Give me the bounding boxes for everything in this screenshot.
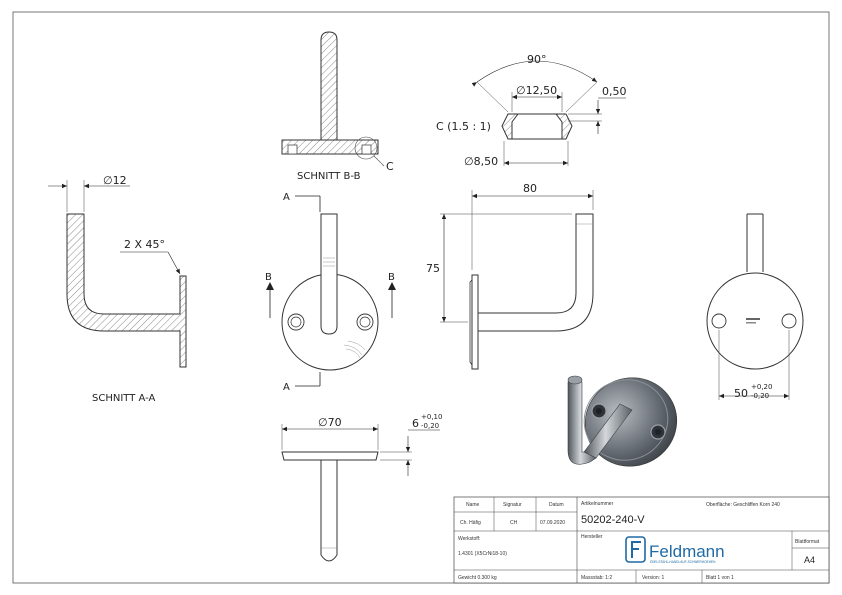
logo-text: Feldmann <box>649 542 725 561</box>
dim-angle: 90° <box>527 53 547 66</box>
article-number-label: Artikelnummer <box>581 501 614 507</box>
manufacturer-label: Hersteller <box>581 534 603 540</box>
dim-width: 80 <box>523 182 537 195</box>
view-marker-a-bottom: A <box>283 382 290 393</box>
dim-height: 75 <box>426 262 440 275</box>
dim-hole-diameter: ∅12,50 <box>516 84 557 97</box>
sheet-format: A4 <box>804 555 815 565</box>
top-view: ∅70 6 +0,10 -0,20 <box>281 413 442 562</box>
dim-plate-thk-tol-minus: -0,20 <box>421 422 439 430</box>
material-value: 1.4301 (X5CrNi18-10) <box>458 551 507 557</box>
dim-plate-diameter: ∅70 <box>318 416 342 429</box>
dim-rod-diameter: ∅12 <box>103 174 127 187</box>
dim-plate-thk-tol-plus: +0,10 <box>421 413 442 421</box>
col-signature-header: Signatur <box>503 502 522 508</box>
dim-hole-spacing-tol-plus: +0,20 <box>751 383 772 391</box>
dim-chamfer: 2 X 45° <box>124 238 165 251</box>
logo-subtext: EDELSTAHL-HANDLAUF-SCHWERHOEHEN <box>650 560 716 564</box>
view-marker-a-top: A <box>283 192 290 203</box>
row-name: Ch. Häfig <box>460 520 481 526</box>
article-number: 50202-240-V <box>581 514 645 526</box>
sheet-border <box>12 11 830 584</box>
dim-hole-spacing-tol-minus: -0,20 <box>751 392 769 400</box>
section-bb-label: SCHNITT B-B <box>297 171 361 182</box>
isometric-render <box>567 375 678 467</box>
side-view: 80 75 <box>426 182 594 370</box>
rear-view: 50 +0,20 -0,20 <box>706 213 804 400</box>
sheet-number: Blatt 1 von 1 <box>706 575 734 581</box>
detail-c-callout: C <box>386 160 394 173</box>
feldmann-logo: Feldmann EDELSTAHL-HANDLAUF-SCHWERHOEHEN <box>625 536 725 564</box>
view-marker-b-right: B <box>388 272 395 283</box>
dim-hole-spacing: 50 <box>734 387 748 400</box>
sheet-format-label: Blattformat <box>795 539 820 545</box>
dim-offset: 0,50 <box>602 85 627 98</box>
row-signature: CH <box>510 520 518 526</box>
scale: Massstab: 1:2 <box>581 575 612 581</box>
weight: Gewicht 0.300 kg <box>458 575 497 581</box>
col-name-header: Name <box>466 502 480 508</box>
detail-c-label: C (1.5 : 1) <box>436 120 491 133</box>
section-aa-label: SCHNITT A-A <box>92 393 156 404</box>
dim-plate-thickness: 6 <box>412 417 419 430</box>
surface-finish: Oberfläche: Geschliffen Korn 240 <box>706 502 780 508</box>
material-label: Werkstoff: <box>458 536 480 542</box>
section-aa-view: ∅12 2 X 45° SCHNITT A-A <box>48 174 187 404</box>
detail-c-view: 90° ∅12,50 0,50 C (1.5 : 1) ∅8,50 <box>436 53 627 168</box>
section-bb-view: C SCHNITT B-B <box>281 31 394 182</box>
view-marker-b-left: B <box>265 272 272 283</box>
version: Version: 1 <box>642 575 664 581</box>
title-block: Name Signatur Datum Ch. Häfig CH 07.09.2… <box>453 496 830 584</box>
dim-thru-diameter: ∅8,50 <box>464 155 498 168</box>
row-date: 07.09.2020 <box>540 520 565 526</box>
col-date-header: Datum <box>549 502 564 508</box>
front-view: A B B A <box>265 192 396 393</box>
